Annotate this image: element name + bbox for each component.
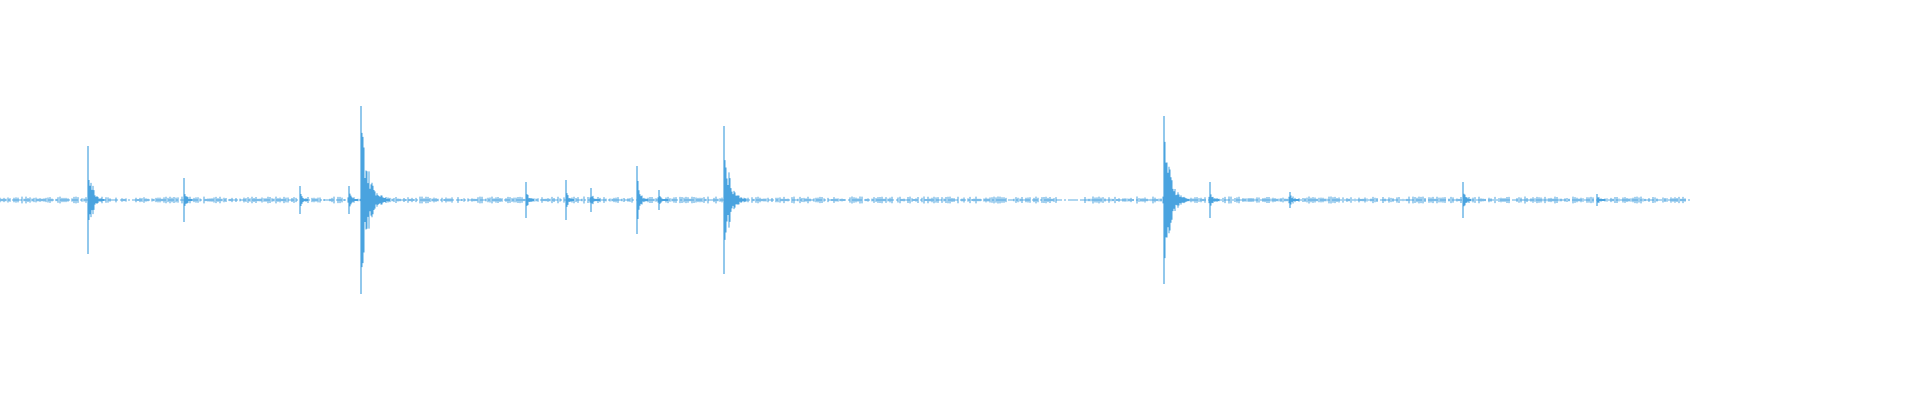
waveform-body (0, 106, 1686, 294)
